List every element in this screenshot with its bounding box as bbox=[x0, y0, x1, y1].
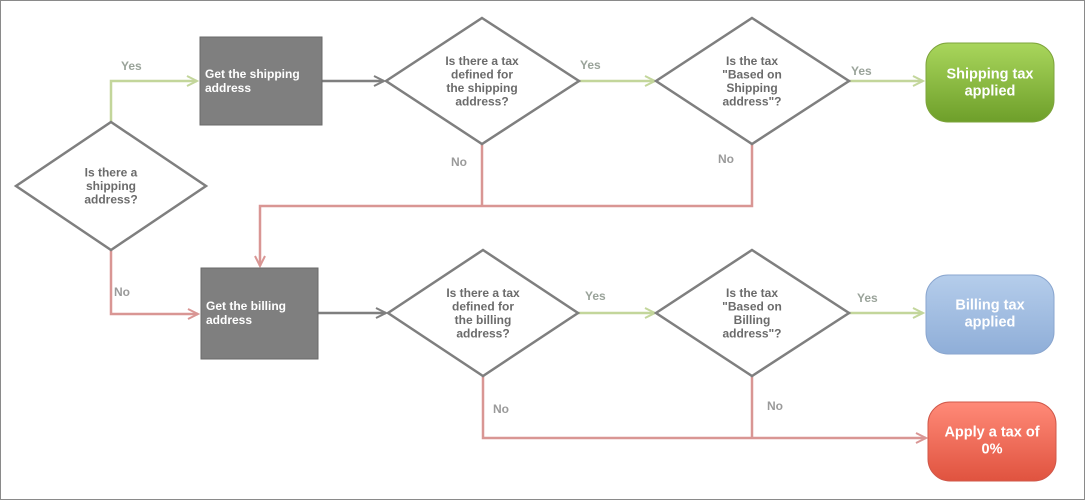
decision-tax-billing-defined bbox=[385, 248, 581, 378]
decision-based-on-shipping bbox=[653, 16, 852, 146]
outcome-shipping-tax bbox=[925, 42, 1055, 123]
label-yes: Yes bbox=[580, 58, 601, 72]
label-no: No bbox=[451, 155, 467, 169]
label-no: No bbox=[767, 399, 783, 413]
label-yes: Yes bbox=[585, 289, 606, 303]
label-yes: Yes bbox=[121, 59, 142, 73]
decision-tax-shipping-defined bbox=[383, 16, 582, 146]
connector-no bbox=[481, 376, 929, 444]
label-yes: Yes bbox=[857, 291, 878, 305]
outcome-billing-tax bbox=[925, 274, 1055, 355]
connector-no bbox=[254, 144, 754, 269]
decision-has-shipping bbox=[13, 120, 209, 252]
process-get-shipping bbox=[199, 36, 323, 126]
label-no: No bbox=[114, 285, 130, 299]
label-yes: Yes bbox=[851, 64, 872, 78]
outcome-zero-tax bbox=[927, 401, 1057, 482]
label-no: No bbox=[718, 152, 734, 166]
label-no: No bbox=[493, 402, 509, 416]
decision-based-on-billing bbox=[653, 248, 852, 378]
connector-yes bbox=[109, 75, 200, 122]
process-get-billing bbox=[200, 267, 319, 360]
connector-no bbox=[109, 250, 201, 320]
